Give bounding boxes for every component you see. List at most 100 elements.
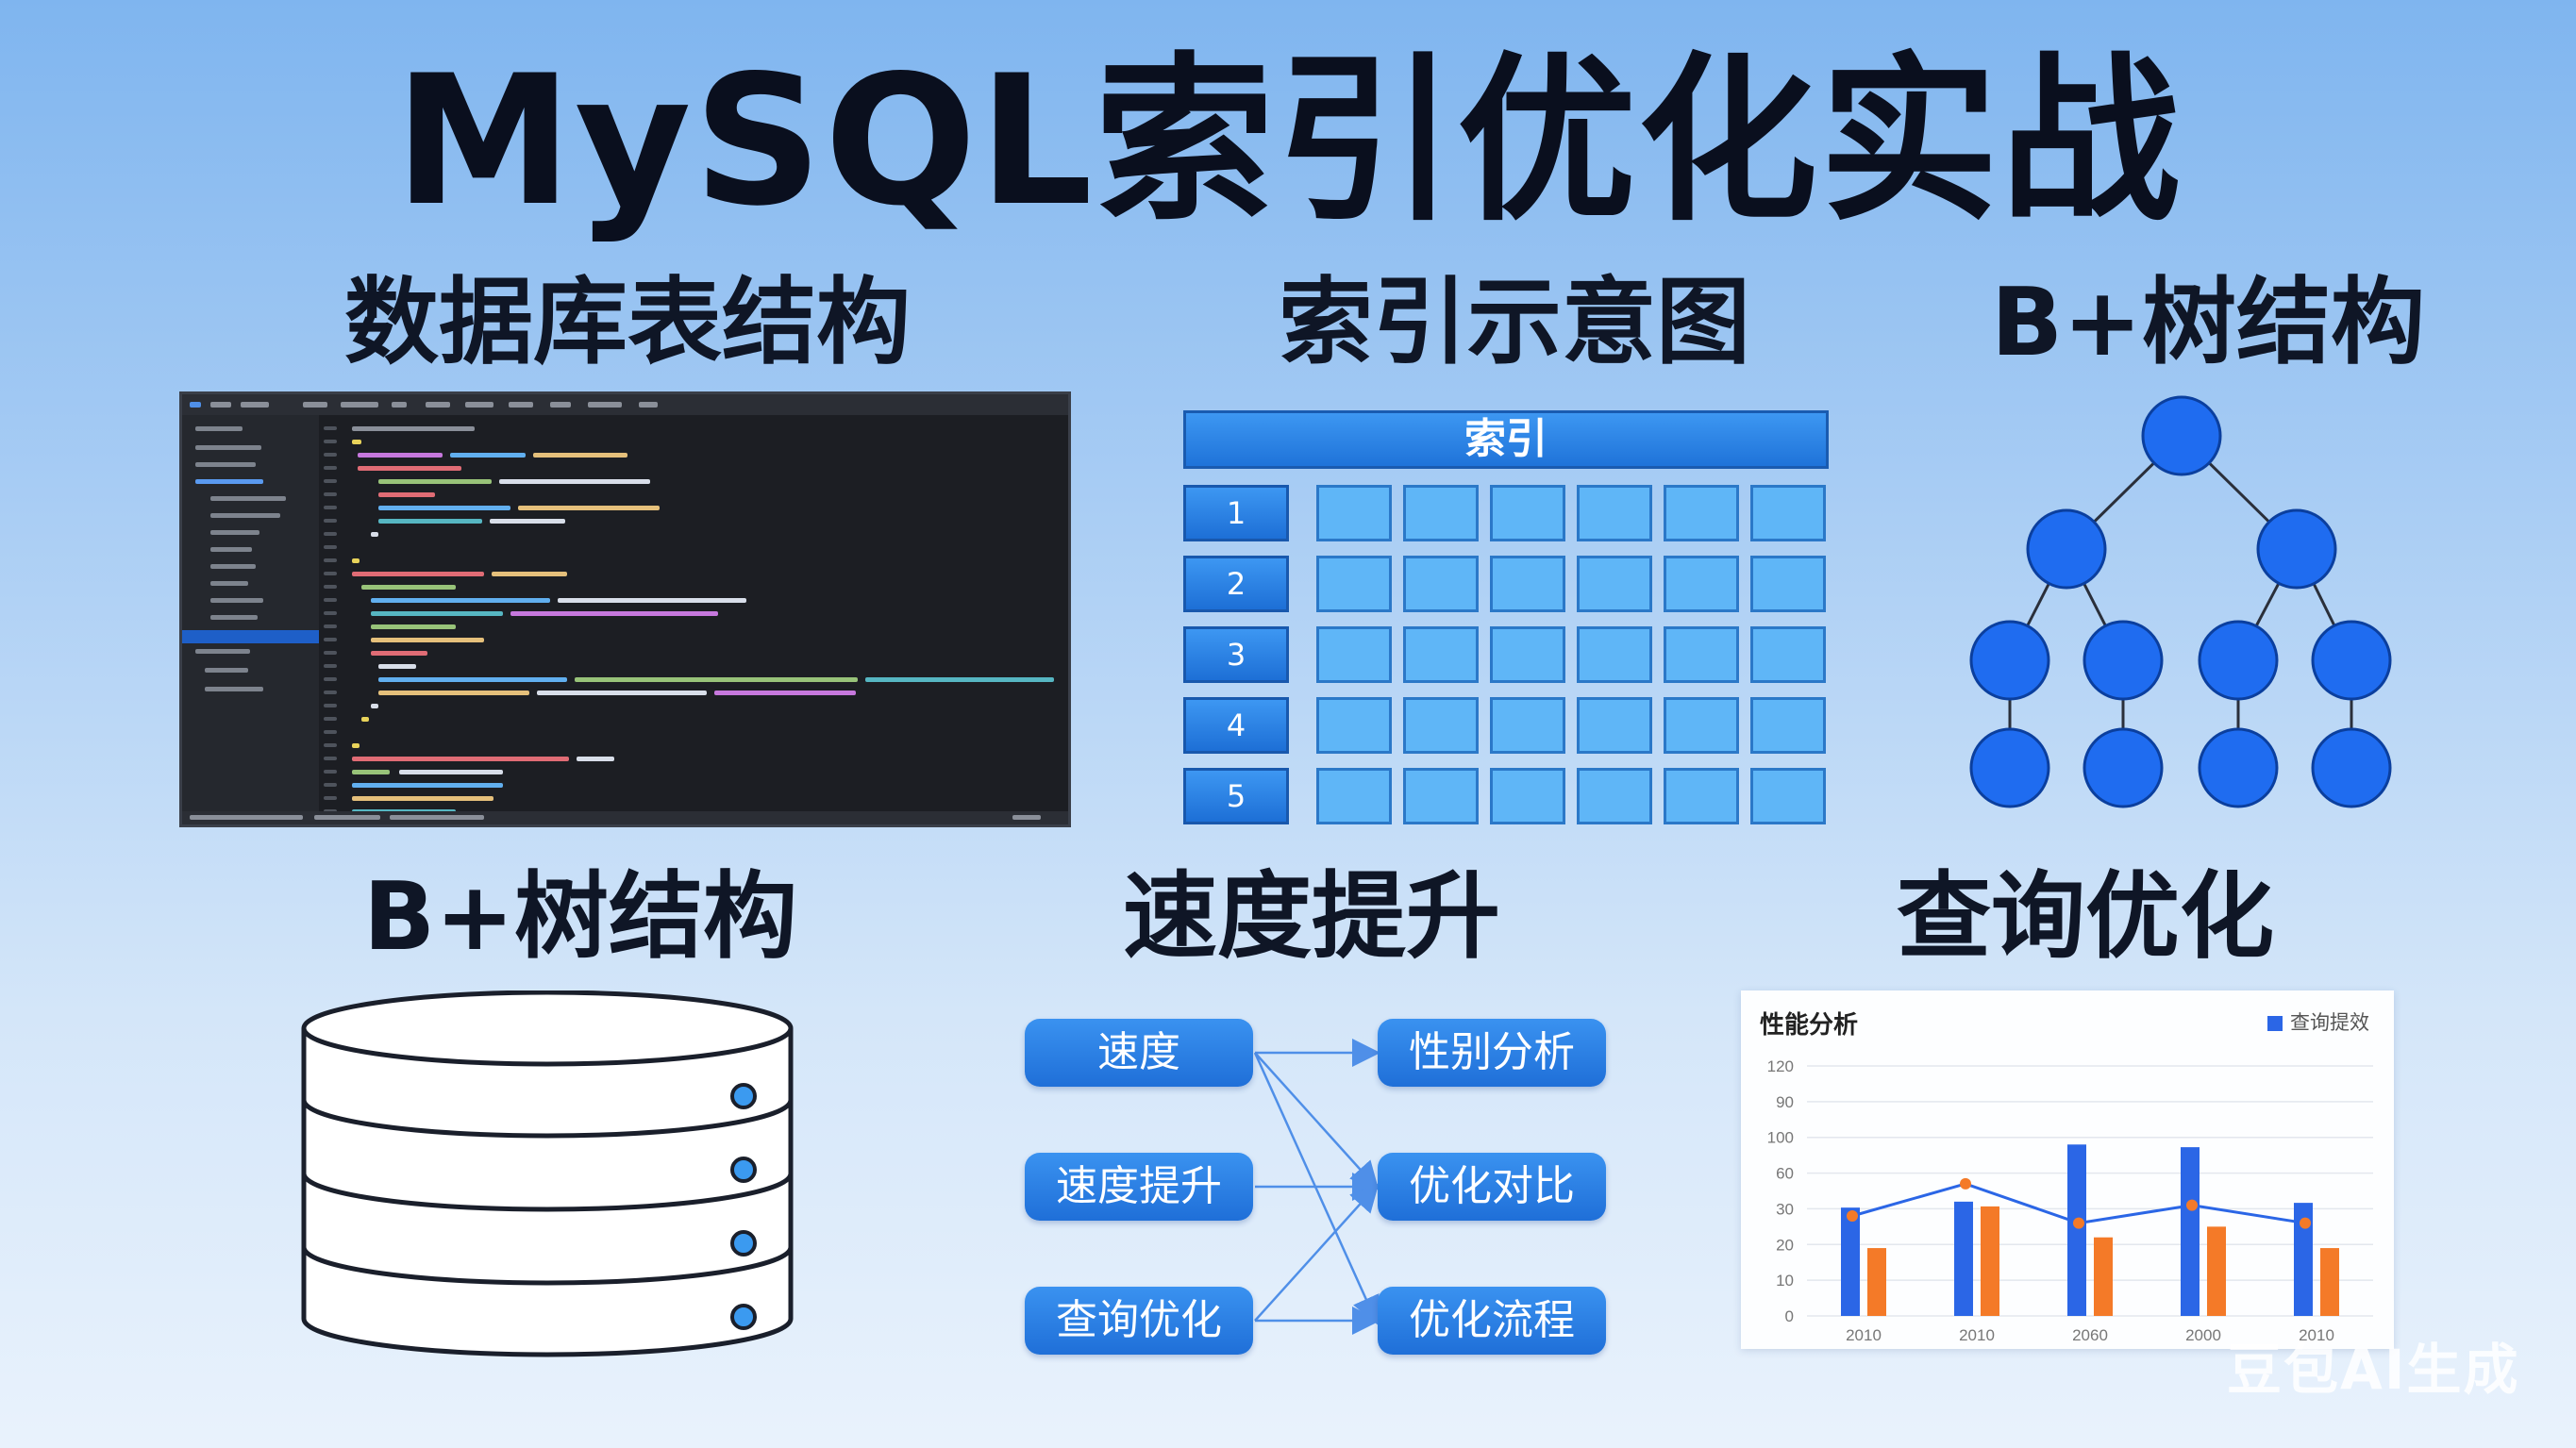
index-cell: [1750, 485, 1826, 541]
chart-legend: 查询提效: [2267, 1007, 2369, 1036]
btree-root-node: [2141, 395, 2222, 476]
index-cell: [1403, 556, 1479, 612]
chart-bar: [2094, 1237, 2113, 1316]
y-tick-label: 20: [1776, 1236, 1794, 1254]
x-tick-label: 2010: [1846, 1326, 1882, 1344]
editor-statusbar: [182, 811, 1068, 824]
index-row-number: 2: [1183, 556, 1289, 612]
database-cylinder-icon: [301, 990, 794, 1357]
index-row-number: 3: [1183, 626, 1289, 683]
x-tick-label: 2060: [2072, 1326, 2108, 1344]
y-tick-label: 60: [1776, 1165, 1794, 1183]
y-tick-label: 0: [1785, 1307, 1794, 1325]
index-cell: [1403, 697, 1479, 754]
main-title: MySQL索引优化实战: [393, 37, 2183, 245]
index-header: 索引: [1183, 410, 1829, 469]
index-cell: [1316, 697, 1392, 754]
index-row-number: 5: [1183, 768, 1289, 824]
editor-code-area: [352, 423, 1068, 814]
chart-bar: [1841, 1207, 1860, 1316]
chart-line-point: [2073, 1217, 2084, 1229]
index-cell: [1577, 556, 1652, 612]
y-tick-label: 30: [1776, 1200, 1794, 1218]
chart-bar: [1867, 1248, 1886, 1316]
btree-leaf-node: [2083, 727, 2164, 808]
flow-node-query-opt: 查询优化: [1025, 1287, 1253, 1355]
y-tick-label: 90: [1776, 1093, 1794, 1111]
editor-menubar: [182, 394, 1068, 415]
flow-connectors: [1253, 1039, 1380, 1335]
index-cell: [1577, 697, 1652, 754]
index-cell: [1664, 626, 1739, 683]
watermark: 豆包AI生成: [2227, 1338, 2520, 1402]
chart-bar: [2067, 1144, 2086, 1316]
flow-node-speed: 速度: [1025, 1019, 1253, 1087]
editor-gutter: [324, 423, 347, 813]
btree-node: [2311, 620, 2392, 701]
index-cell: [1577, 485, 1652, 541]
flow-node-compare: 优化对比: [1378, 1153, 1606, 1221]
section-title-btree-bottom: B+树结构: [363, 861, 798, 972]
chart-line-point: [1847, 1210, 1858, 1222]
index-cell: [1490, 626, 1565, 683]
btree-leaf-node: [2198, 727, 2279, 808]
btree-diagram: [1969, 395, 2392, 808]
btree-leaf-node: [1969, 727, 2050, 808]
chart-bar: [2181, 1147, 2200, 1316]
index-cell: [1490, 768, 1565, 824]
chart-bar: [1981, 1206, 1999, 1316]
btree-node: [2026, 508, 2107, 590]
chart-bar: [1954, 1201, 1973, 1316]
btree-node: [2083, 620, 2164, 701]
y-tick-label: 120: [1767, 1057, 1794, 1075]
btree-node: [2198, 620, 2279, 701]
btree-node: [1969, 620, 2050, 701]
index-cell: [1316, 556, 1392, 612]
legend-swatch: [2267, 1016, 2283, 1031]
section-title-index-diagram: 索引示意图: [1279, 267, 1750, 377]
index-cell: [1403, 626, 1479, 683]
index-cell: [1316, 768, 1392, 824]
btree-node: [2256, 508, 2337, 590]
y-tick-label: 100: [1767, 1129, 1794, 1147]
section-title-db-table: 数据库表结构: [344, 267, 911, 377]
index-cell: [1750, 768, 1826, 824]
index-cell: [1490, 697, 1565, 754]
y-tick-label: 10: [1776, 1272, 1794, 1290]
index-row-number: 4: [1183, 697, 1289, 754]
index-cell: [1664, 485, 1739, 541]
index-cell: [1490, 556, 1565, 612]
btree-leaf-node: [2311, 727, 2392, 808]
index-cell: [1750, 556, 1826, 612]
index-cell: [1316, 626, 1392, 683]
chart-bar: [2294, 1203, 2313, 1316]
code-editor-screenshot: [179, 391, 1071, 827]
index-cell: [1750, 626, 1826, 683]
chart-title: 性能分析: [1760, 1011, 1859, 1040]
index-cell: [1750, 697, 1826, 754]
editor-sidebar: [182, 415, 319, 811]
chart-bar: [2207, 1226, 2226, 1316]
section-title-speed: 速度提升: [1123, 861, 1500, 972]
index-cell: [1316, 485, 1392, 541]
chart-line-point: [2186, 1199, 2198, 1211]
section-title-query: 查询优化: [1897, 861, 2274, 972]
index-cell: [1490, 485, 1565, 541]
index-cell: [1664, 556, 1739, 612]
chart-bar: [2320, 1248, 2339, 1316]
flow-node-speed-up: 速度提升: [1025, 1153, 1253, 1221]
index-cell: [1664, 697, 1739, 754]
index-cell: [1403, 485, 1479, 541]
chart-line-point: [1960, 1177, 1971, 1190]
index-cell: [1577, 626, 1652, 683]
index-cell: [1577, 768, 1652, 824]
index-row-number: 1: [1183, 485, 1289, 541]
flow-node-process: 优化流程: [1378, 1287, 1606, 1355]
index-cell: [1664, 768, 1739, 824]
flow-node-analysis: 性别分析: [1378, 1019, 1606, 1087]
chart-line-point: [2300, 1217, 2311, 1229]
x-tick-label: 2010: [1959, 1326, 1995, 1344]
index-cell: [1403, 768, 1479, 824]
